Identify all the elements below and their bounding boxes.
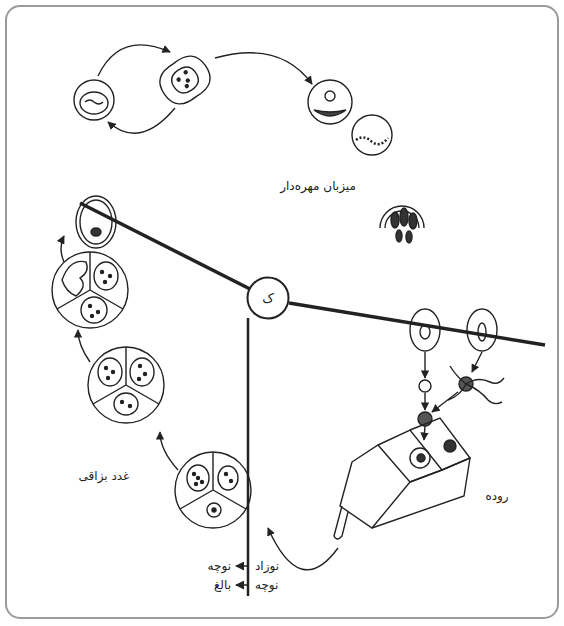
cycle-arrow: [432, 392, 458, 412]
cycle-arrow: [98, 45, 170, 76]
stage-label: میزبان مهره‌دار: [279, 179, 357, 193]
stage-label: نوچه: [254, 578, 279, 592]
cycle-arrow: [472, 352, 482, 372]
spoke-line: [289, 303, 545, 345]
stage-arrow: [236, 565, 248, 567]
spoke-line: [80, 203, 250, 289]
cycle-arrow: [160, 432, 178, 470]
sporozoite-cell: [76, 196, 116, 248]
node-text: ک: [246, 276, 290, 320]
salivary-acinus: [88, 347, 164, 423]
cycle-arrow: [61, 236, 64, 262]
frame: [6, 6, 558, 618]
intestine-epithelium: [334, 418, 470, 539]
cycle-arrow: [424, 426, 425, 440]
salivary-acinus: [52, 252, 128, 328]
stage-label: بالغ: [213, 578, 232, 592]
dividing-cell: [153, 49, 217, 111]
macrogamete: [419, 380, 431, 392]
center-circle: ک: [246, 276, 290, 320]
salivary-acinus: [175, 452, 251, 528]
stage-label: غدد بزاقی: [78, 469, 131, 483]
stage-label: نوزاد: [254, 559, 280, 573]
cycle-arrow: [215, 53, 312, 84]
host-cell: [352, 115, 392, 155]
gametocyte: [410, 309, 497, 351]
cycle-arrow: [78, 330, 90, 362]
cycle-arrow: [108, 108, 175, 133]
host-cell: [308, 80, 352, 124]
host-cell: [74, 80, 114, 120]
microgametes: [448, 366, 504, 404]
cycle-arrow: [424, 352, 425, 378]
spoke-line: [247, 318, 250, 596]
stage-label: نوچه: [207, 559, 232, 573]
gamont: [380, 206, 424, 243]
stage-arrow: [236, 584, 248, 586]
cycle-arrow: [424, 393, 425, 410]
stage-label: روده: [484, 489, 509, 503]
